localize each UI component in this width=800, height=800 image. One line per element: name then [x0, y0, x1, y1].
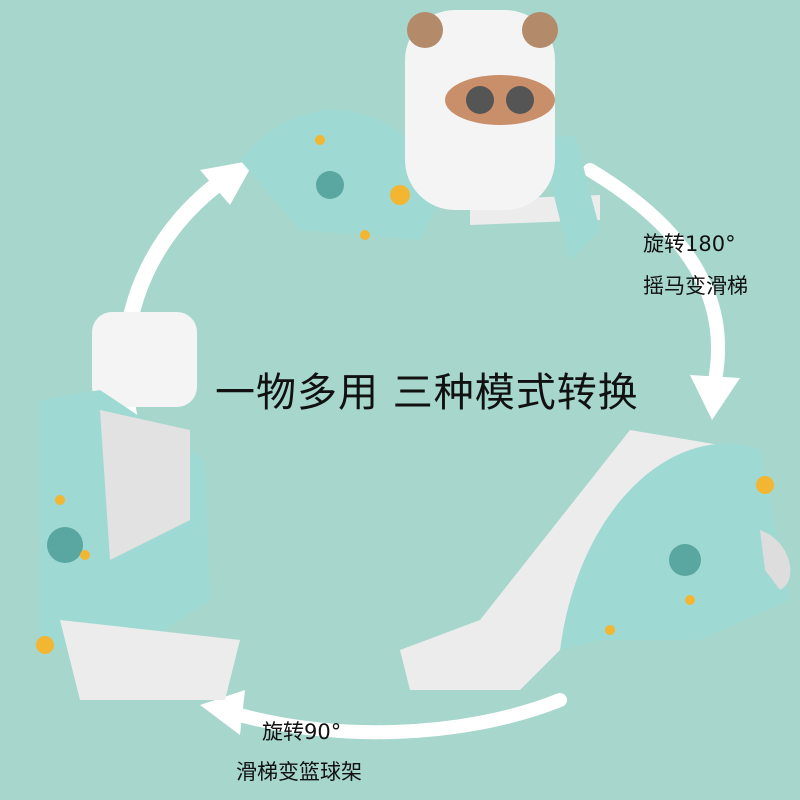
arrow-head-left: [200, 160, 255, 205]
caption-rotate-180: 旋转180°: [643, 232, 736, 256]
basketball-mode-image: [36, 312, 240, 700]
caption-slide-to-basketball: 滑梯变篮球架: [236, 760, 362, 784]
cycle-arrows: [116, 160, 740, 740]
arrow-right-down: [583, 163, 726, 387]
arrow-head-right: [690, 375, 740, 420]
headline: 一物多用 三种模式转换: [215, 370, 639, 416]
caption-horse-to-slide: 摇马变滑梯: [643, 274, 748, 298]
rocking-horse-mode-image: [240, 10, 600, 260]
arrow-head-bottom: [200, 690, 245, 735]
caption-rotate-90: 旋转90°: [262, 720, 342, 744]
arrow-bottom-left: [233, 693, 567, 740]
slide-mode-image: [400, 430, 791, 690]
